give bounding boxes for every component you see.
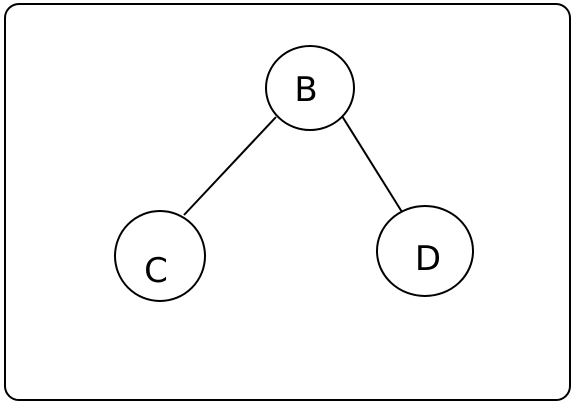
- node-b: B: [265, 45, 355, 131]
- node-c: C: [114, 210, 206, 302]
- node-d: D: [376, 205, 474, 297]
- edge-b-c: [183, 116, 277, 216]
- edge-b-d: [341, 115, 403, 213]
- node-c-circle: [114, 210, 206, 302]
- node-d-circle: [376, 205, 474, 297]
- node-b-label: B: [294, 70, 317, 110]
- diagram-frame: [4, 3, 571, 401]
- node-b-circle: [265, 45, 355, 131]
- node-c-label: C: [144, 251, 168, 291]
- node-d-label: D: [415, 239, 441, 279]
